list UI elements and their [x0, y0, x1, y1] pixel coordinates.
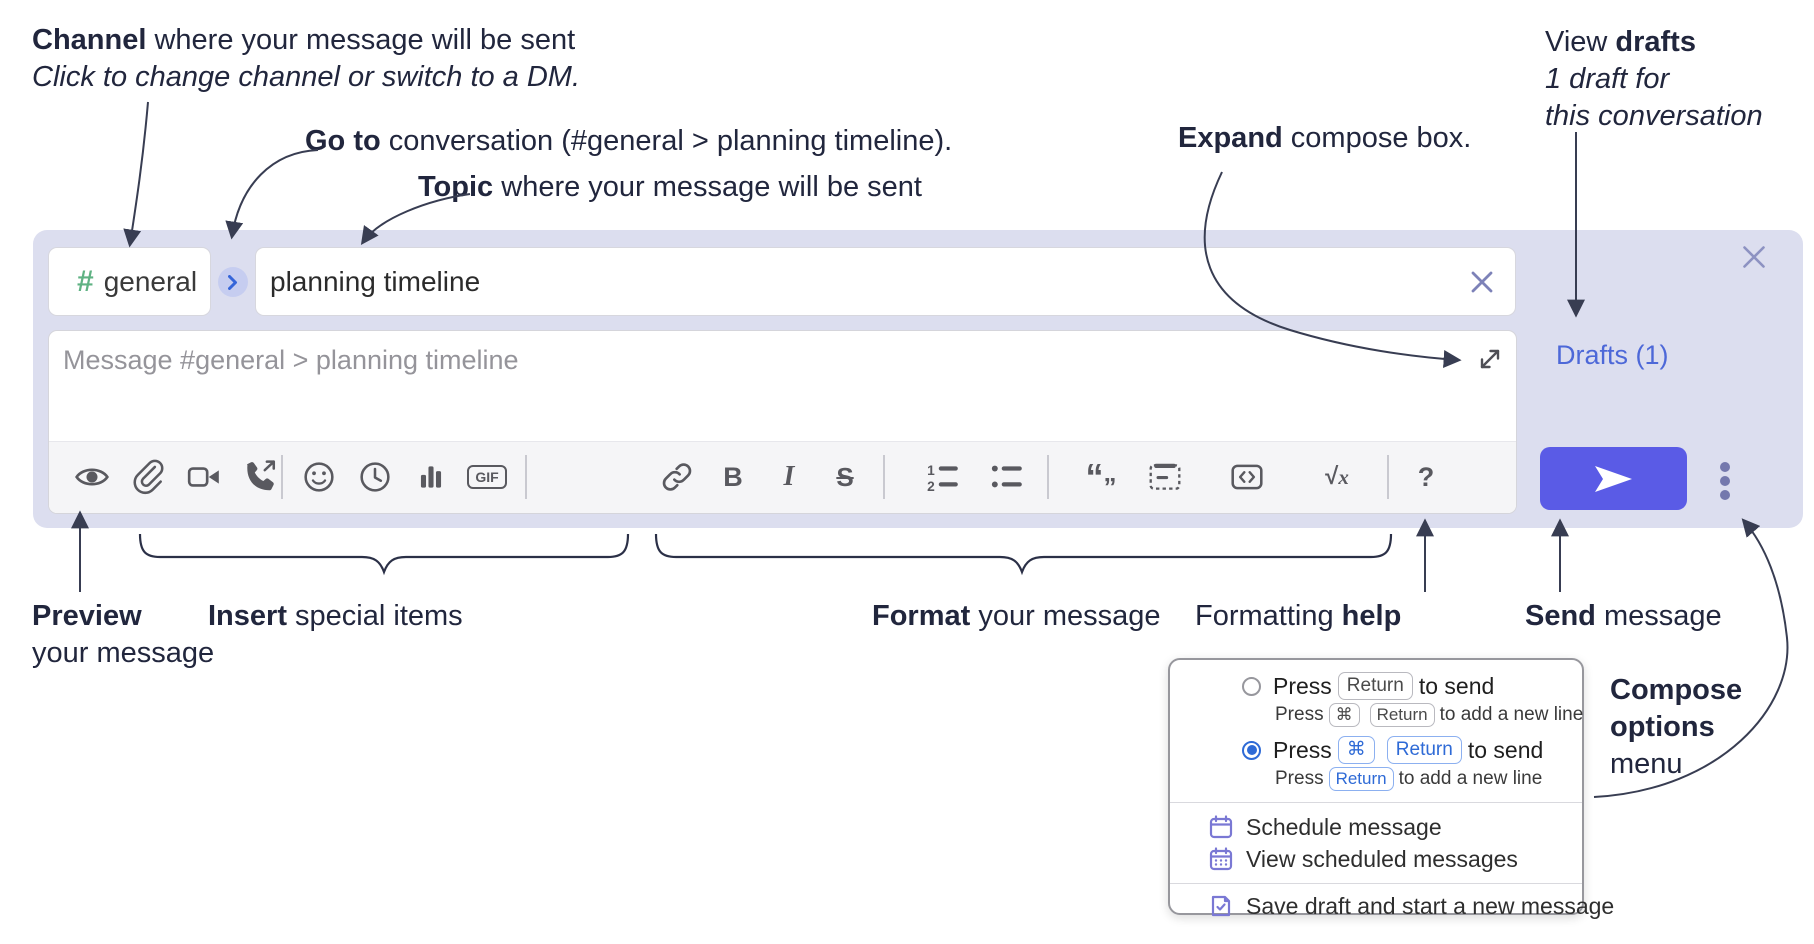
option-cmd-return-subtext: Press Return to add a new line: [1275, 767, 1543, 791]
channel-annotation-line1: Channel where your message will be sent: [32, 24, 576, 56]
go-to-conversation-button[interactable]: [218, 267, 248, 297]
calendar-grid-icon: [1209, 847, 1233, 871]
attach-paperclip-icon[interactable]: [130, 444, 166, 510]
insert-annotation: Insert special items: [208, 600, 463, 632]
video-camera-icon: [187, 467, 219, 487]
smiley-icon: [304, 462, 334, 492]
ellipsis-dot: [1720, 462, 1730, 472]
radio-unselected-icon[interactable]: [1242, 676, 1261, 696]
format-brace: [654, 533, 1393, 576]
goto-annotation: Go to conversation (#general > planning …: [305, 125, 953, 157]
ellipsis-dot: [1720, 490, 1730, 500]
compose-options-annotation: Compose options menu: [1610, 674, 1743, 780]
menu-item-schedule-message[interactable]: Schedule message: [1208, 811, 1582, 843]
svg-text:1: 1: [927, 463, 935, 478]
eye-icon: [75, 468, 109, 486]
channel-hash-icon: #: [77, 264, 94, 298]
menu-divider: [1170, 883, 1582, 884]
channel-annotation-line2: Click to change channel or switch to a D…: [32, 61, 581, 93]
unordered-list-icon: [991, 465, 1022, 488]
send-options-popup: Press Return to send Press ⌘ Return to a…: [1168, 658, 1614, 919]
emoji-icon[interactable]: [301, 444, 337, 510]
toolbar-divider: [883, 455, 885, 499]
expand-compose-icon[interactable]: [1476, 345, 1504, 373]
drafts-link[interactable]: Drafts (1): [1556, 340, 1669, 370]
option-return-subtext: Press ⌘ Return to add a new line: [1275, 703, 1584, 727]
send-button[interactable]: [1540, 447, 1687, 510]
chain-link-icon: [662, 463, 692, 491]
topic-input[interactable]: planning timeline: [255, 247, 1516, 316]
toolbar-divider: [1047, 455, 1049, 499]
kbd-return: Return: [1369, 703, 1435, 727]
menu-item-view-scheduled[interactable]: View scheduled messages: [1208, 843, 1582, 875]
option-cmd-return-to-send[interactable]: Press ⌘ Return to send: [1242, 734, 1582, 766]
link-icon[interactable]: [659, 444, 695, 510]
channel-arrow: [123, 101, 149, 248]
gif-icon[interactable]: GIF: [467, 444, 507, 510]
toolbar-divider: [1387, 455, 1389, 499]
spoiler-box-icon: [1149, 463, 1181, 490]
spoiler-icon[interactable]: [1147, 444, 1183, 510]
poll-icon[interactable]: [413, 444, 449, 510]
clear-topic-icon[interactable]: [1469, 269, 1495, 295]
scheduled-time-icon[interactable]: [357, 444, 393, 510]
svg-text:2: 2: [927, 479, 935, 494]
strikethrough-icon[interactable]: S: [836, 461, 854, 492]
preview-annotation: Preview your message: [32, 600, 215, 669]
close-compose-icon[interactable]: [1741, 244, 1767, 270]
format-annotation: Format your message: [872, 600, 1161, 632]
compose-options-menu-button[interactable]: [1718, 458, 1732, 504]
kbd-return: Return: [1337, 672, 1413, 700]
message-compose-area[interactable]: Message #general > planning timeline: [48, 330, 1517, 514]
formatting-help-icon[interactable]: ?: [1417, 461, 1435, 492]
code-icon[interactable]: [1229, 444, 1265, 510]
kbd-cmd: ⌘: [1337, 736, 1375, 764]
kbd-return: Return: [1386, 736, 1462, 764]
toolbar-divider: [281, 455, 283, 499]
clock-icon: [360, 462, 390, 492]
view-drafts-annotation: View drafts 1 draft for this conversatio…: [1545, 26, 1763, 132]
expand-annotation: Expand compose box.: [1178, 122, 1472, 154]
voice-call-icon[interactable]: [242, 444, 278, 510]
bold-icon[interactable]: B: [723, 461, 743, 492]
send-annotation: Send message: [1525, 600, 1722, 632]
bar-chart-icon: [420, 466, 442, 488]
kbd-return: Return: [1328, 767, 1394, 791]
code-brackets-icon: [1231, 464, 1263, 490]
compose-box-panel: # general planning timeline Message #gen…: [33, 230, 1803, 528]
menu-item-save-draft[interactable]: Save draft and start a new message: [1208, 890, 1614, 922]
calendar-icon: [1209, 815, 1233, 839]
paperclip-icon: [133, 459, 164, 495]
menu-divider: [1170, 802, 1582, 803]
chevron-right-icon: [228, 274, 237, 290]
video-call-icon[interactable]: [186, 444, 222, 510]
send-arrow-icon: [1594, 465, 1632, 492]
channel-select-button[interactable]: # general: [48, 247, 211, 316]
preview-eye-icon[interactable]: [74, 444, 110, 510]
channel-name: general: [103, 265, 198, 297]
message-placeholder: Message #general > planning timeline: [63, 345, 519, 375]
ellipsis-dot: [1720, 476, 1730, 486]
quote-icon[interactable]: “”: [1085, 456, 1117, 502]
math-icon[interactable]: √x: [1325, 463, 1349, 490]
save-draft-icon: [1211, 895, 1231, 917]
phone-outgoing-icon: [246, 460, 276, 491]
bulleted-list-icon[interactable]: [989, 444, 1025, 510]
goto-arrow: [225, 149, 319, 240]
channel-annotation: Channel where your message will be sent …: [32, 22, 580, 96]
toolbar-divider: [525, 455, 527, 499]
ordered-list-icon: 12: [927, 463, 958, 494]
kbd-cmd: ⌘: [1328, 703, 1360, 727]
option-return-to-send[interactable]: Press Return to send: [1242, 670, 1582, 702]
italic-icon[interactable]: I: [783, 461, 795, 492]
topic-value: planning timeline: [270, 265, 481, 297]
radio-selected-icon[interactable]: [1242, 740, 1261, 760]
topic-annotation: Topic where your message will be sent: [418, 171, 922, 203]
formatting-help-annotation: Formatting help: [1195, 600, 1402, 632]
insert-brace: [138, 533, 630, 576]
